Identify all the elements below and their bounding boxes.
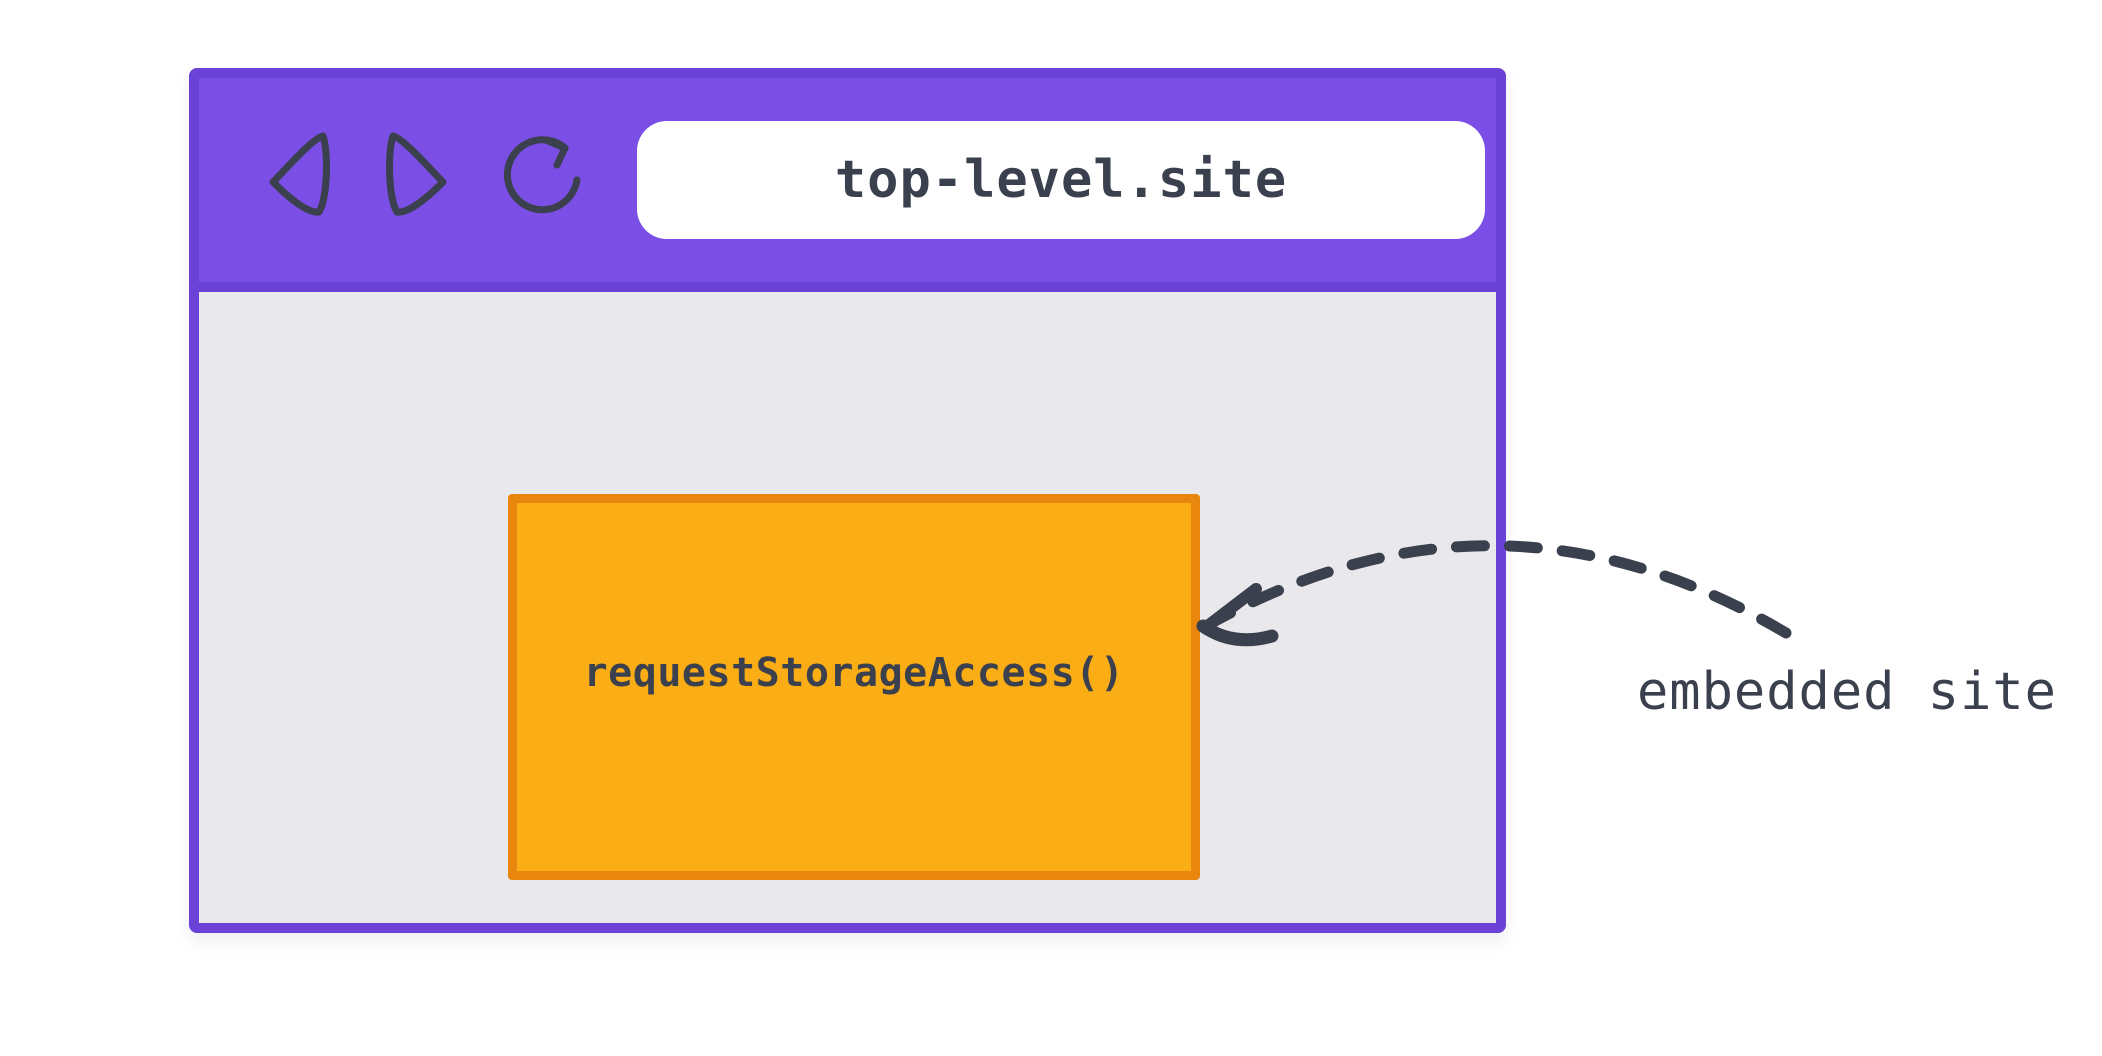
back-icon[interactable]	[263, 130, 339, 218]
embedded-site-label: embedded site	[1637, 662, 2057, 722]
nav-icons	[263, 128, 583, 220]
reload-icon[interactable]	[491, 128, 583, 220]
embedded-frame-label: requestStorageAccess()	[583, 650, 1125, 696]
browser-toolbar: top-level.site	[199, 78, 1496, 292]
browser-window: top-level.site requestStorageAccess()	[189, 68, 1506, 933]
embedded-frame: requestStorageAccess()	[508, 494, 1200, 880]
address-bar[interactable]: top-level.site	[637, 121, 1485, 239]
address-bar-url: top-level.site	[834, 150, 1288, 210]
forward-icon[interactable]	[377, 130, 453, 218]
